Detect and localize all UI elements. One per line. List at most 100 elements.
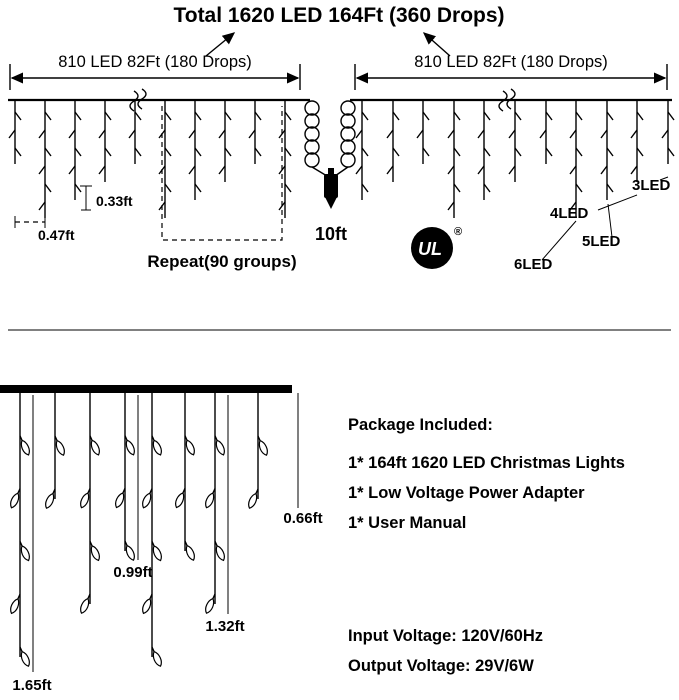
icicle-drop — [68, 100, 82, 200]
ul-certification-icon: UL ® — [411, 226, 462, 269]
icicle-drop — [8, 100, 22, 164]
bulb-icon — [54, 435, 65, 456]
icicle-drop — [248, 100, 262, 164]
bulb-icon — [19, 646, 30, 667]
drop-spacing-label: 0.47ft — [38, 227, 75, 243]
led-label-4: 4LED — [550, 205, 589, 222]
package-item: 1* 164ft 1620 LED Christmas Lights — [348, 454, 625, 472]
icicle-drop-with-bulbs — [248, 393, 268, 509]
voltage-spec-block: Input Voltage: 120V/60Hz Output Voltage:… — [348, 627, 543, 675]
drop-length-dimensions: 0.66ft 0.99ft 1.32ft 1.65ft — [12, 393, 323, 694]
bulb-icon — [184, 540, 195, 561]
coiled-cord-left — [304, 100, 328, 177]
icicle-drop — [569, 100, 583, 218]
left-section-dimension: 810 LED 82Ft (180 Drops) — [9, 53, 301, 90]
bottom-icicle-drops — [10, 393, 268, 667]
output-voltage-spec: Output Voltage: 29V/6W — [348, 657, 534, 675]
drop-length-label-132: 1.32ft — [205, 618, 244, 635]
bulb-icon — [214, 435, 225, 456]
bulb-icon — [142, 593, 153, 615]
icicle-drop — [600, 100, 614, 200]
bulb-icon — [80, 593, 91, 614]
page-title: Total 1620 LED 164Ft (360 Drops) — [173, 4, 504, 27]
led-label-6: 6LED — [514, 256, 553, 273]
icicle-drop — [508, 100, 522, 182]
icicle-drop — [158, 100, 172, 218]
led-count-callouts: 3LED 4LED 5LED 6LED — [514, 176, 671, 273]
icicle-drop — [355, 100, 369, 200]
led-label-5: 5LED — [582, 233, 621, 250]
icicle-drop-with-bulbs — [115, 393, 135, 561]
package-item: 1* User Manual — [348, 514, 466, 532]
bulb-icon — [175, 488, 186, 509]
ul-mark-text: UL — [418, 239, 442, 259]
icicle-drop — [661, 100, 675, 164]
led-spacing-label: 0.33ft — [96, 193, 133, 209]
led-label-3: 3LED — [632, 177, 671, 194]
registered-symbol: ® — [454, 226, 462, 238]
bulb-icon — [89, 540, 100, 562]
bulb-icon — [19, 435, 30, 456]
bulb-icon — [151, 435, 162, 456]
icicle-drop — [278, 100, 292, 218]
package-heading: Package Included: — [348, 416, 493, 434]
package-info-block: Package Included: 1* 164ft 1620 LED Chri… — [348, 416, 625, 532]
drop-length-label-099: 0.99ft — [113, 564, 152, 581]
bulb-icon — [10, 593, 21, 615]
bulb-icon — [214, 540, 225, 562]
input-voltage-spec: Input Voltage: 120V/60Hz — [348, 627, 543, 645]
icicle-drop-with-bulbs — [80, 393, 100, 614]
icicle-drop-with-bulbs — [205, 393, 225, 614]
wire-break-icon — [498, 88, 516, 112]
roofline-bar — [0, 385, 292, 393]
bulb-icon — [248, 488, 259, 509]
drop-length-label-165: 1.65ft — [12, 677, 51, 694]
icicle-drop-with-bulbs — [142, 393, 162, 667]
bulb-icon — [124, 540, 135, 561]
left-icicle-drops — [8, 100, 292, 218]
bulb-icon — [142, 488, 153, 509]
bulb-icon — [10, 488, 21, 509]
wire-break-icon — [129, 88, 147, 112]
right-section-dimension: 810 LED 82Ft (180 Drops) — [354, 53, 668, 90]
icicle-drop — [447, 100, 461, 218]
bulb-icon — [184, 435, 195, 456]
icicle-drop — [218, 100, 232, 182]
icicle-drop — [98, 100, 112, 182]
left-section-label: 810 LED 82Ft (180 Drops) — [58, 53, 252, 71]
icicle-drop — [386, 100, 400, 182]
right-icicle-drops — [355, 100, 675, 218]
icicle-drop-with-bulbs — [45, 393, 65, 509]
bulb-icon — [151, 646, 162, 667]
icicle-drop — [477, 100, 491, 200]
drop-spacing-dimension: 0.47ft — [14, 216, 75, 243]
lead-length-label: 10ft — [315, 224, 347, 244]
icicle-drop — [416, 100, 430, 164]
bulb-icon — [80, 488, 91, 509]
icicle-drop — [539, 100, 553, 164]
icicle-drop — [188, 100, 202, 200]
coiled-cord-right — [334, 100, 356, 177]
title-arrow-right-icon — [422, 32, 451, 57]
bulb-icon — [205, 488, 216, 509]
bulb-icon — [115, 488, 126, 509]
bulb-icon — [257, 435, 268, 456]
bulb-icon — [89, 435, 100, 456]
bulb-icon — [151, 541, 162, 562]
bulb-icon — [205, 593, 216, 614]
icicle-drop — [128, 100, 142, 164]
bulb-icon — [19, 541, 30, 562]
icicle-drop-with-bulbs — [175, 393, 195, 561]
power-plug-icon — [324, 168, 338, 209]
title-arrow-left-icon — [205, 32, 236, 57]
repeat-group-box — [161, 106, 283, 241]
icicle-drop — [630, 100, 644, 182]
right-section-label: 810 LED 82Ft (180 Drops) — [414, 53, 608, 71]
icicle-drop — [38, 100, 52, 218]
bulb-icon — [45, 488, 56, 509]
led-spacing-dimension: 0.33ft — [80, 185, 133, 211]
package-item: 1* Low Voltage Power Adapter — [348, 484, 585, 502]
drop-length-label-066: 0.66ft — [283, 510, 322, 527]
